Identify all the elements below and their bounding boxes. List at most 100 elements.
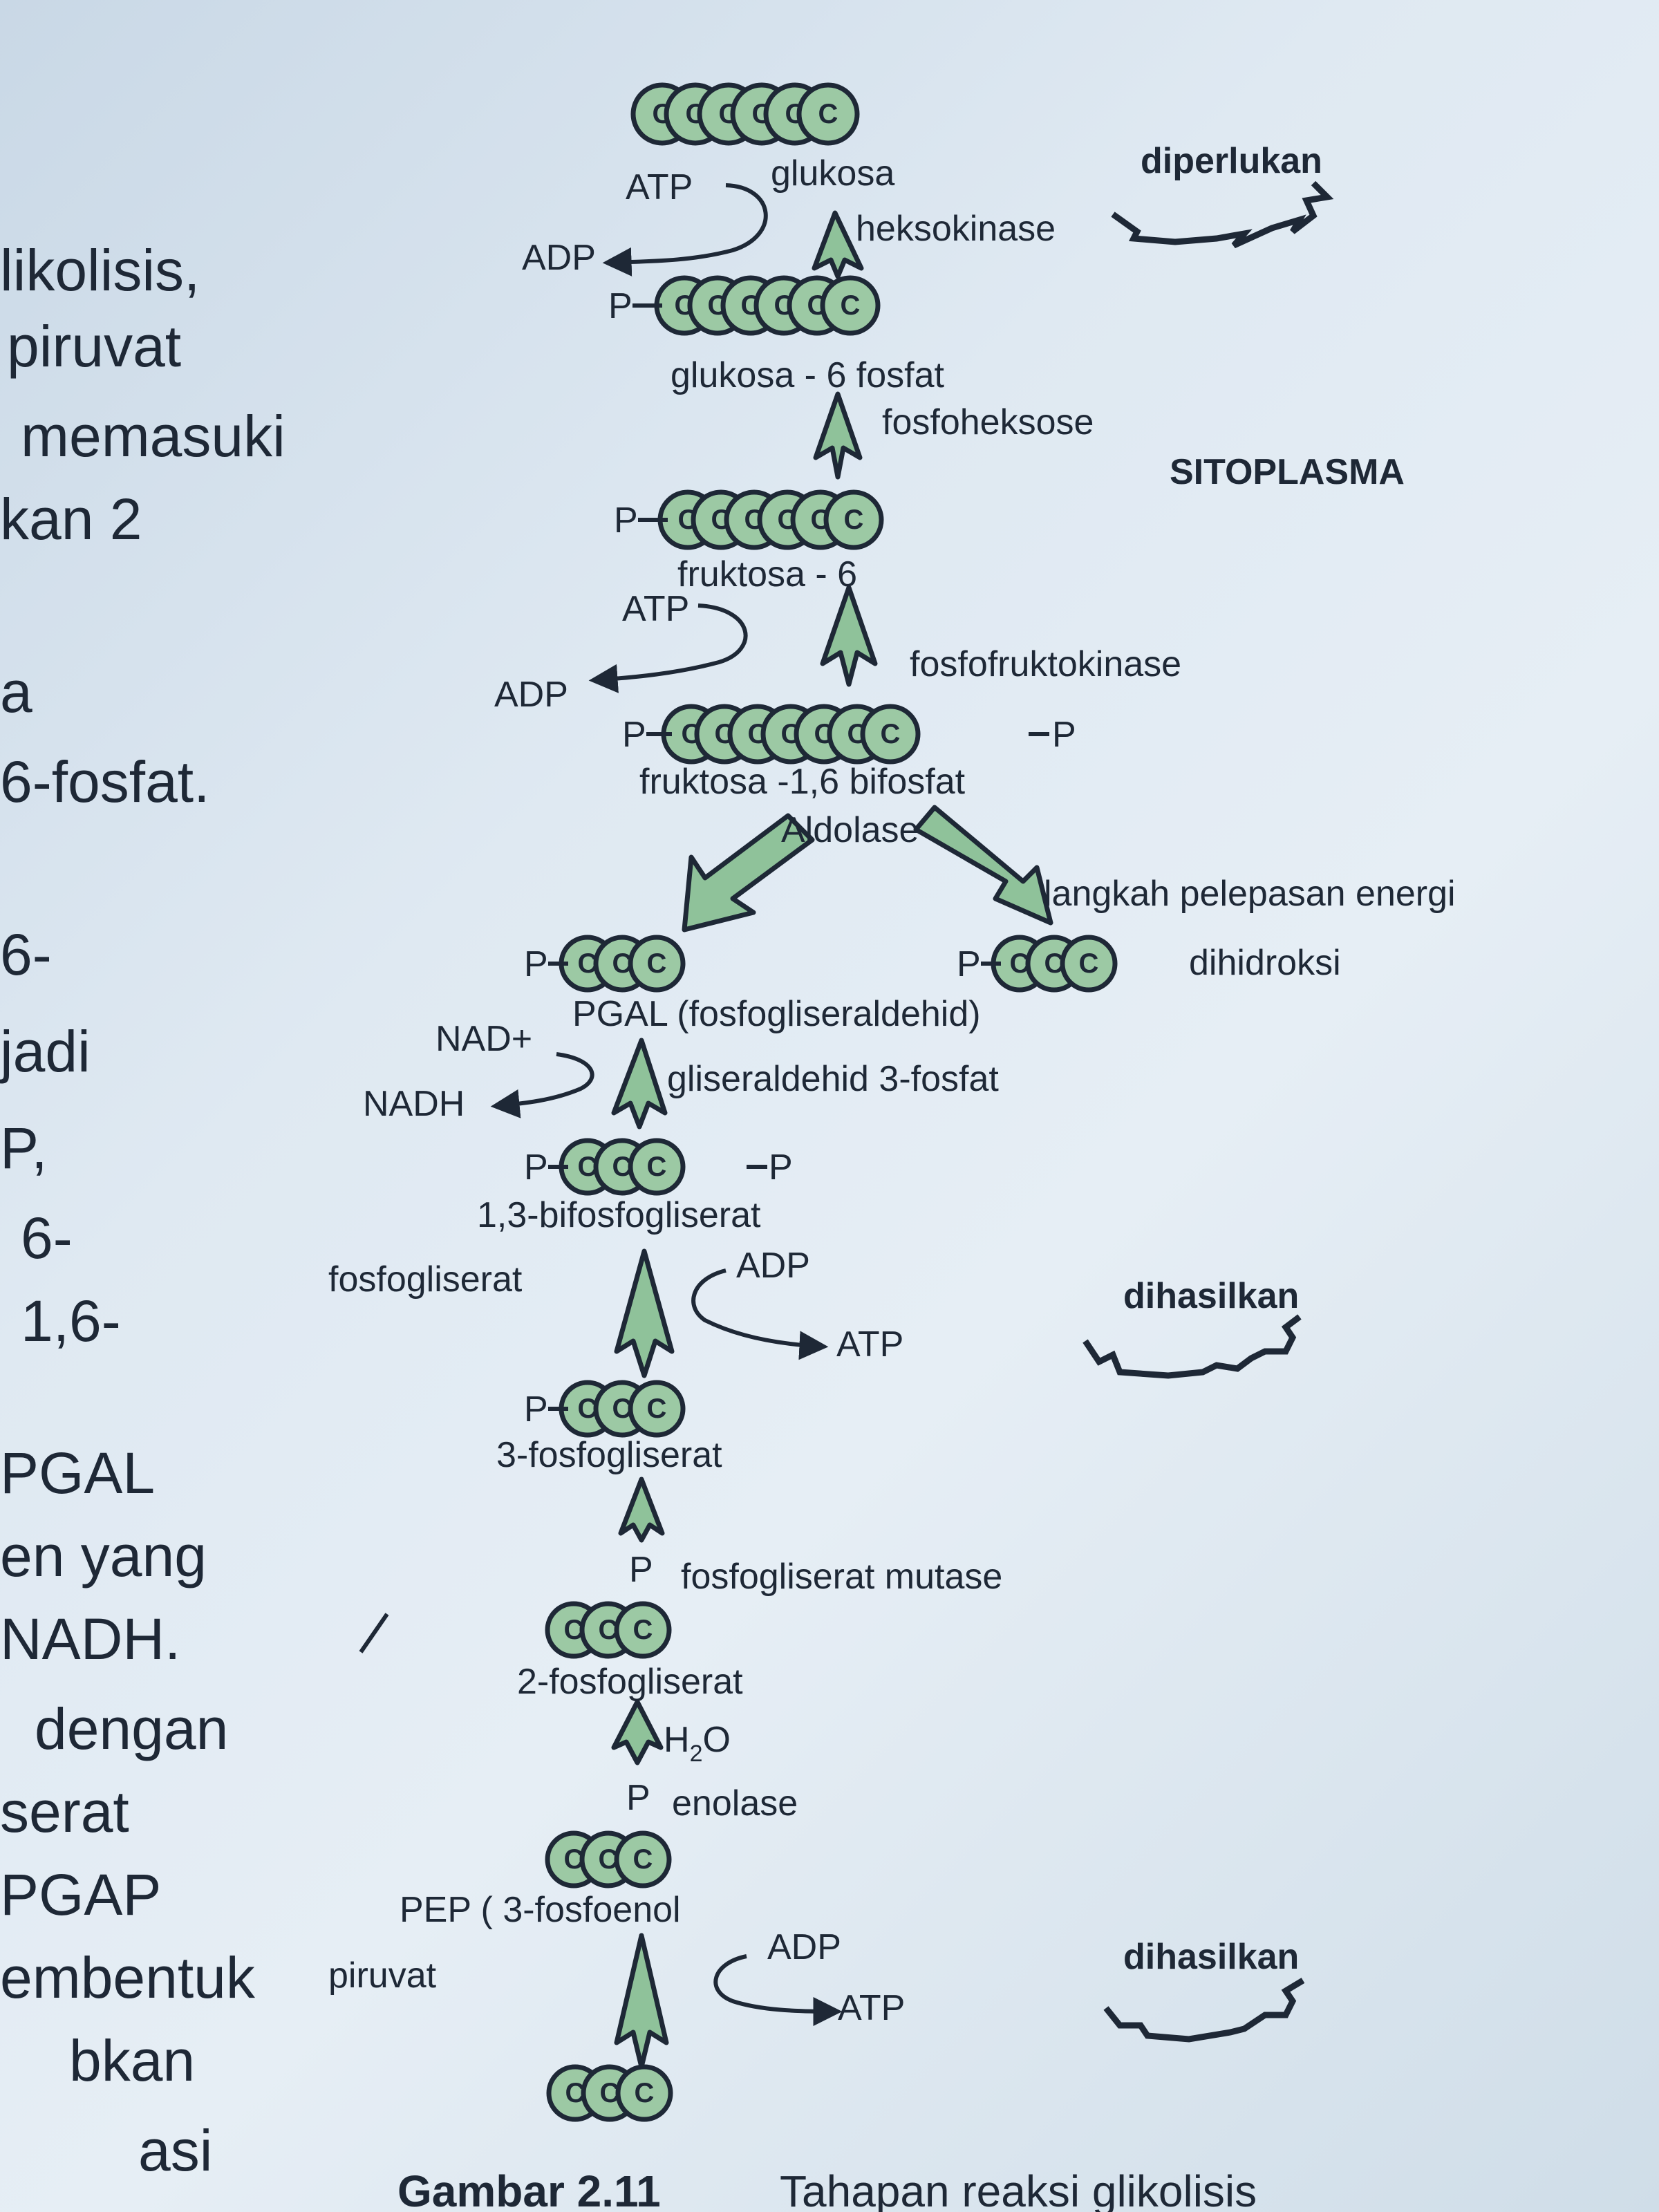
atp-label: ATP xyxy=(838,1988,905,2028)
molecule-labels: glukosa glukosa - 6 fosfat fruktosa - 6 … xyxy=(328,153,1341,1996)
bpg13-label: 1,3-bifosfogliserat xyxy=(477,1195,761,1235)
energy-release-label: langkah pelepasan energi xyxy=(1044,874,1456,914)
side-line: NADH. xyxy=(0,1606,180,1671)
adp-label: ADP xyxy=(767,1927,841,1967)
nad-nadh-arrow xyxy=(490,1052,594,1118)
side-line: 1,6- xyxy=(21,1288,121,1353)
phosphate-label: P xyxy=(769,1147,793,1188)
side-line: 6- xyxy=(0,922,52,987)
atp-adp-arrow xyxy=(602,183,768,276)
reaction-arrow xyxy=(913,805,1053,926)
carbon-atom xyxy=(796,82,860,146)
side-line: PGAP xyxy=(0,1862,161,1927)
reaction-arrow xyxy=(611,1699,664,1765)
carbon-letter: C xyxy=(844,505,864,535)
reaction-arrow xyxy=(820,585,878,687)
required-label: diperlukan xyxy=(1141,141,1322,181)
side-line: piruvat xyxy=(7,314,181,379)
dhap-label: dihidroksi xyxy=(1189,943,1341,983)
aldolase-label: Aldolase xyxy=(781,810,919,850)
produced-label: dihasilkan xyxy=(1123,1937,1299,1977)
side-line: kan 2 xyxy=(0,487,142,552)
phosphate-label: P xyxy=(622,715,646,755)
pyruvate-label: piruvat xyxy=(328,1956,437,1996)
f6p-label: fruktosa - 6 xyxy=(677,554,857,594)
carbon-atom xyxy=(615,2064,673,2122)
g3p-dh-label: gliseraldehid 3-fosfat xyxy=(667,1059,999,1099)
carbon-letter: C xyxy=(881,719,901,749)
carbon-atom xyxy=(820,275,881,336)
adp-label: ADP xyxy=(494,675,568,715)
carbon-letter: C xyxy=(1079,948,1099,979)
reaction-arrow xyxy=(813,391,863,480)
atp-label: ATP xyxy=(626,167,693,207)
cofactor-labels: ATP ADP ATP ADP NAD+ NADH ADP ATP H2O AD… xyxy=(363,167,905,2028)
carbon-letter: C xyxy=(841,290,861,321)
carbon-letter: C xyxy=(647,1394,667,1424)
carbon-atom xyxy=(628,1138,686,1196)
carbon-letter: C xyxy=(647,1152,667,1182)
g6p-label: glukosa - 6 fosfat xyxy=(671,355,945,395)
enzyme-labels: heksokinase fosfoheksose fosfofruktokina… xyxy=(328,209,1181,1824)
energy-required-icon xyxy=(1111,180,1334,249)
reaction-arrow xyxy=(812,210,864,279)
carbon-atom xyxy=(628,935,686,993)
atp-label: ATP xyxy=(622,589,689,629)
carbon-atom xyxy=(1060,935,1118,993)
phosphate-label: P xyxy=(629,1550,653,1590)
side-line: serat xyxy=(0,1779,129,1844)
energy-zigzags xyxy=(1082,180,1334,2043)
pgk-label: fosfogliserat xyxy=(328,1259,523,1300)
carbon-letter: C xyxy=(647,948,667,979)
side-line: jadi xyxy=(0,1019,91,1084)
pg2-label: 2-fosfogliserat xyxy=(517,1662,743,1702)
nad-label: NAD+ xyxy=(435,1019,532,1059)
isomerase-label: fosfoheksose xyxy=(882,402,1094,442)
carbon-letter: C xyxy=(635,2078,655,2108)
side-line: memasuki xyxy=(21,404,285,469)
carbon-atom xyxy=(614,1830,672,1888)
phosphate-label: P xyxy=(1052,715,1076,755)
phosphate-label: P xyxy=(957,944,981,984)
adp-label: ADP xyxy=(736,1246,810,1286)
side-line: likolisis, xyxy=(0,238,200,303)
produced-label: dihasilkan xyxy=(1123,1276,1299,1316)
reaction-arrow xyxy=(614,1248,675,1378)
reaction-arrow xyxy=(611,1038,668,1130)
carbon-atom xyxy=(823,489,884,550)
carbon-atom xyxy=(614,1601,672,1659)
phosphate-label: P xyxy=(524,1147,548,1188)
side-line: en yang xyxy=(0,1524,207,1588)
glucose-label: glukosa xyxy=(771,153,894,194)
f16bp-label: fruktosa -1,6 bifosfat xyxy=(639,762,966,802)
reaction-arrow xyxy=(618,1477,665,1543)
phosphate-label: P xyxy=(614,500,638,541)
annotations: diperlukan SITOPLASMA langkah pelepasan … xyxy=(1044,141,1456,1977)
adp-atp-arrow xyxy=(691,1268,829,1360)
phosphate-label: P xyxy=(626,1778,650,1818)
mutase-label: fosfogliserat mutase xyxy=(681,1557,1002,1597)
enolase-label: enolase xyxy=(672,1783,798,1824)
reaction-arrow xyxy=(682,813,815,932)
pgal-label: PGAL (fosfogliseraldehid) xyxy=(572,994,981,1034)
pep-label: PEP ( 3-fosfoenol xyxy=(400,1890,681,1930)
reaction-arrow xyxy=(614,1933,669,2070)
side-line: bkan xyxy=(69,2028,195,2093)
carbon-letter: C xyxy=(818,99,838,129)
side-line: 6-fosfat. xyxy=(0,749,209,814)
phosphate-label: P xyxy=(524,944,548,984)
water-label: H2O xyxy=(664,1720,731,1767)
caption-number: Gambar 2.11 xyxy=(397,2166,661,2212)
carbon-atom xyxy=(628,1380,686,1438)
side-line: P, xyxy=(0,1116,48,1181)
